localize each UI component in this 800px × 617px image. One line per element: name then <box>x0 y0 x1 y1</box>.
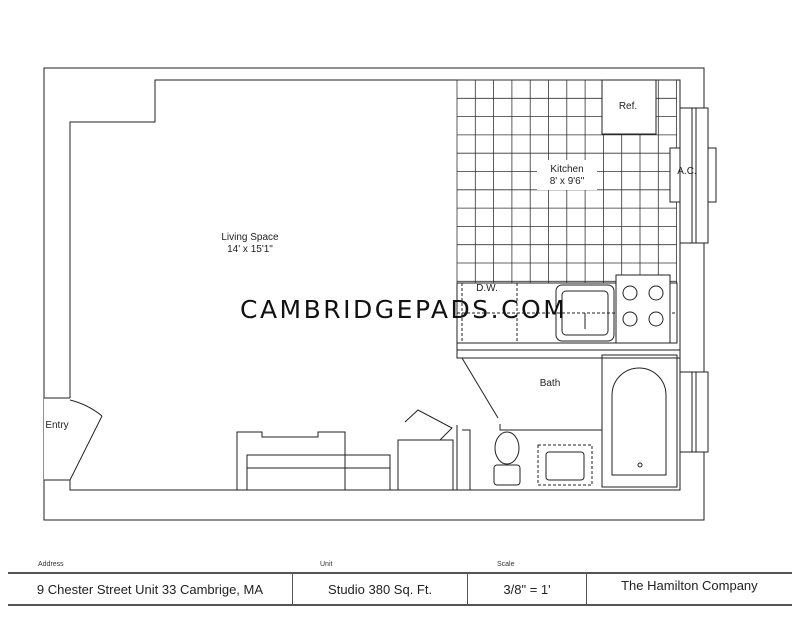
scale-label: Scale <box>497 561 515 568</box>
walls <box>43 67 705 521</box>
unit-label: Unit <box>320 561 333 568</box>
bath-partition <box>456 343 680 490</box>
entry-label: Entry <box>45 420 69 431</box>
room-size: 8' x 9'6" <box>549 176 585 187</box>
ac-label: A.C. <box>677 166 697 177</box>
address-label: Address <box>38 561 64 568</box>
ac-window <box>669 107 717 244</box>
dishwasher-label: D.W. <box>476 283 498 294</box>
unit: Studio 380 Sq. Ft. <box>293 574 469 604</box>
scale: 3/8" = 1' <box>468 574 587 604</box>
room-name: Living Space <box>221 232 279 243</box>
watermark: CAMBRIDGEPADS.COM <box>240 295 568 324</box>
room-name: Kitchen <box>550 164 584 175</box>
company: The Hamilton Company <box>621 578 758 593</box>
kitchen-label-bg <box>537 160 597 190</box>
room-size: 14' x 15'1" <box>227 244 273 255</box>
refrigerator <box>601 79 657 135</box>
entry-door <box>69 399 103 481</box>
furniture <box>236 409 458 491</box>
address: 9 Chester Street Unit 33 Cambrige, MA <box>8 574 293 604</box>
title-block: 9 Chester Street Unit 33 Cambrige, MA St… <box>8 572 792 606</box>
bath-window <box>679 371 709 453</box>
ref-label: Ref. <box>618 101 638 112</box>
counter <box>456 274 678 344</box>
bath-label: Bath <box>539 378 561 389</box>
